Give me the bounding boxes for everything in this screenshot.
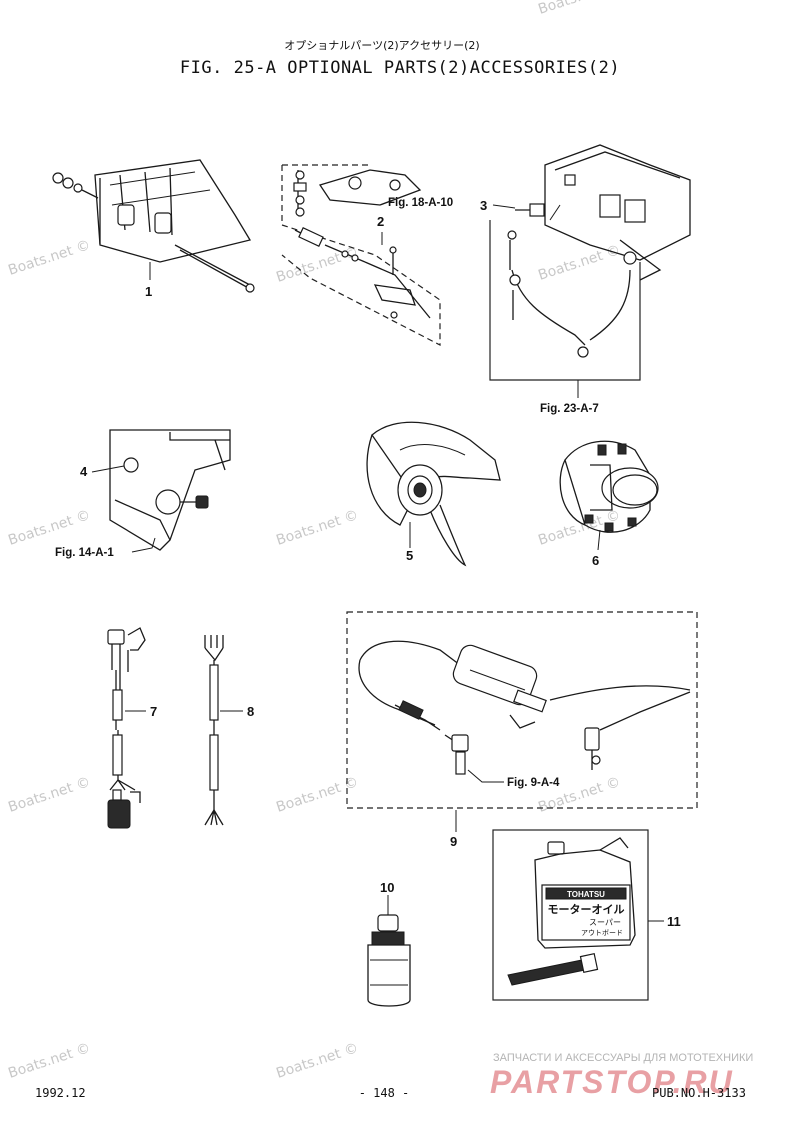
part-9-remote-kit xyxy=(358,640,691,775)
watermarks: Boats.net © Boats.net © Boats.net © Boat… xyxy=(6,0,622,1082)
footer-date: 1992.12 xyxy=(35,1086,86,1100)
ref-fig-9: Fig. 9-A-4 xyxy=(507,777,560,789)
footer-pub-number: PUB.NO.H-3133 xyxy=(652,1086,746,1100)
watermark-boats: Boats.net © xyxy=(6,237,92,279)
part-11-box xyxy=(492,829,649,1001)
subtitle-japanese: オプショナルパーツ(2)アクセサリー(2) xyxy=(284,39,479,52)
callout-11: 11 xyxy=(667,914,681,929)
watermark-boats: Boats.net © xyxy=(274,1040,360,1082)
watermark-boats: Boats.net © xyxy=(536,0,622,18)
part-8-harness xyxy=(204,635,224,826)
callout-1: 1 xyxy=(145,284,152,299)
oil-label-line3: アウトボード xyxy=(581,929,623,937)
part-2-linkage-kit xyxy=(281,164,441,346)
watermark-boats: Boats.net © xyxy=(6,774,92,816)
page-title: FIG. 25-A OPTIONAL PARTS(2)ACCESSORIES(2… xyxy=(180,58,620,78)
watermark-site-logo: PARTSTOP.RU xyxy=(490,1064,734,1100)
callout-3: 3 xyxy=(480,198,487,213)
callout-7: 7 xyxy=(150,704,157,719)
callout-10: 10 xyxy=(380,880,394,895)
watermark-boats: Boats.net © xyxy=(6,507,92,549)
ref-fig-18: Fig. 18-A-10 xyxy=(388,197,453,209)
watermark-boats: Boats.net © xyxy=(536,242,622,284)
callout-6: 6 xyxy=(592,553,599,568)
part-10-spray-can xyxy=(367,895,411,1007)
ref-fig-14: Fig. 14-A-1 xyxy=(55,547,114,559)
part-11-oil-container: TOHATSU モーターオイル スーパー アウトボード xyxy=(507,837,636,986)
part-1-bracket-assembly xyxy=(52,159,255,293)
watermark-boats: Boats.net © xyxy=(274,507,360,549)
oil-label-line2: スーパー xyxy=(589,918,621,927)
callout-4: 4 xyxy=(80,464,88,479)
watermark-site-tagline: ЗАПЧАСТИ И АКСЕССУАРЫ ДЛЯ МОТОТЕХНИКИ xyxy=(493,1052,753,1064)
part-7-harness xyxy=(107,627,146,829)
callout-2: 2 xyxy=(377,214,384,229)
callout-8: 8 xyxy=(247,704,254,719)
part-4-lower-unit xyxy=(109,429,231,551)
oil-label-line1: モーターオイル xyxy=(548,903,625,916)
callout-5: 5 xyxy=(406,548,413,563)
callout-9: 9 xyxy=(450,834,457,849)
part-3-cable-assembly xyxy=(489,144,691,381)
part-5-propeller xyxy=(366,421,501,567)
watermark-boats: Boats.net © xyxy=(274,244,360,286)
ref-fig-23: Fig. 23-A-7 xyxy=(540,403,599,415)
footer-page-number: - 148 - xyxy=(359,1086,410,1100)
part-9-box xyxy=(346,611,698,809)
part-6-rotor xyxy=(559,440,659,533)
watermark-boats: Boats.net © xyxy=(6,1040,92,1082)
oil-brand-label: TOHATSU xyxy=(567,890,605,899)
